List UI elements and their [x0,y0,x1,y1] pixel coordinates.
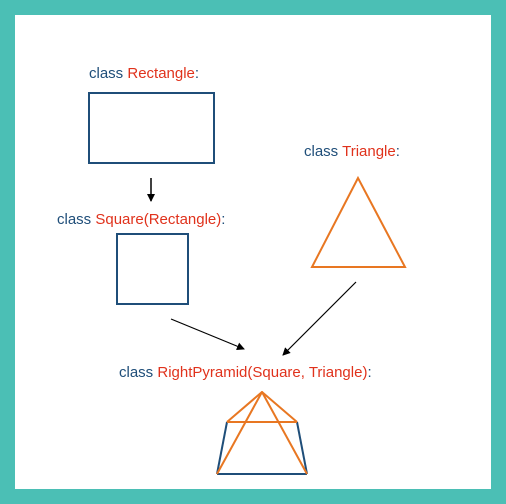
label-rectangle: class Rectangle: [89,65,199,83]
keyword-class: class [89,65,124,82]
colon: : [367,364,372,381]
triangle-shape [310,175,407,268]
keyword-class: class [57,211,92,228]
colon: : [395,143,400,160]
label-square: class Square(Rectangle): [57,211,225,229]
class-name-triangle: Triangle [342,143,396,160]
pyramid-faces [216,391,308,475]
pyramid-base-left-edge [216,421,228,475]
class-name-right-pyramid: RightPyramid(Square, Triangle) [157,364,368,381]
keyword-class: class [119,364,154,381]
arrow-square-to-pyramid [170,318,245,351]
label-right-pyramid: class RightPyramid(Square, Triangle): [119,364,372,382]
label-triangle: class Triangle: [304,143,400,161]
pyramid-front-face [216,391,308,475]
rectangle-shape [88,92,215,164]
square-shape [116,233,189,305]
pyramid-outer-face [226,391,298,423]
class-name-square: Square(Rectangle) [95,211,222,228]
colon: : [194,65,200,82]
class-name-rectangle: Rectangle [127,65,195,82]
arrow-triangle-to-pyramid [282,281,357,356]
keyword-class: class [304,143,339,160]
colon: : [221,211,226,228]
pyramid-base-right-edge [296,421,308,475]
